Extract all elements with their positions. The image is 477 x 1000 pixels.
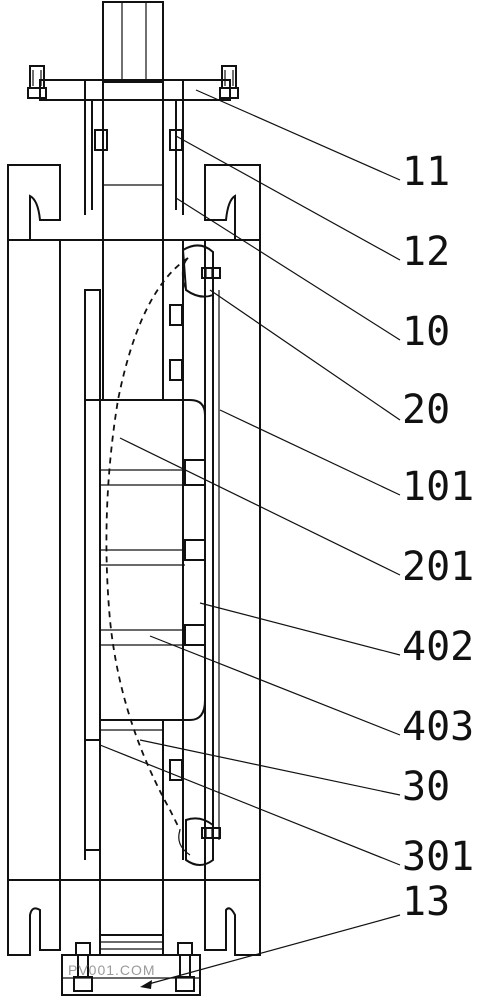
watermark: PV001.COM xyxy=(68,962,156,978)
label-301: 301 xyxy=(402,834,474,880)
top-flange xyxy=(39,79,231,215)
label-201: 201 xyxy=(402,544,474,590)
seat-ring xyxy=(212,290,220,840)
label-101: 101 xyxy=(402,464,474,510)
label-13: 13 xyxy=(402,879,450,925)
stem-top xyxy=(102,1,164,83)
bottom-right-bolt xyxy=(175,942,195,992)
label-12: 12 xyxy=(402,229,450,275)
upper-pivot xyxy=(181,244,221,298)
lower-pivot xyxy=(185,817,221,866)
disc-segments xyxy=(99,399,206,721)
leader-lines xyxy=(99,89,401,989)
part-labels: 11 12 10 20 101 201 402 403 30 301 13 xyxy=(402,149,474,925)
bottom-left-bolt xyxy=(73,942,93,992)
label-403: 403 xyxy=(402,704,474,750)
lower-shaft xyxy=(99,720,164,940)
label-10: 10 xyxy=(402,309,450,355)
label-20: 20 xyxy=(402,387,450,433)
label-402: 402 xyxy=(402,624,474,670)
top-left-bolt xyxy=(27,65,47,99)
label-11: 11 xyxy=(402,149,450,195)
disc-swing-path xyxy=(105,257,191,856)
valve-body xyxy=(7,164,261,956)
label-30: 30 xyxy=(402,764,450,810)
top-right-bolt xyxy=(219,65,239,99)
